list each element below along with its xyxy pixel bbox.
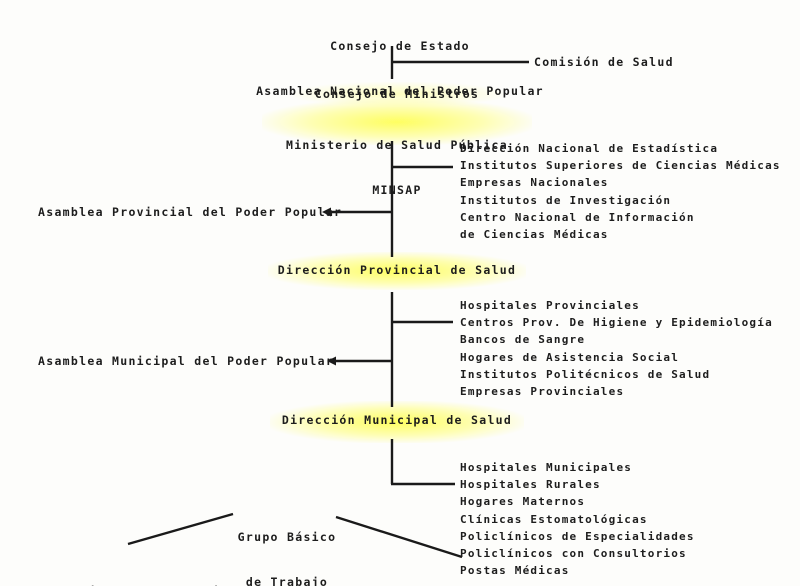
node-asamblea-municipal: Asamblea Municipal del Poder Popular [38, 354, 335, 368]
node-direccion-provincial: Dirección Provincial de Salud [277, 263, 517, 277]
list-item: Postas Médicas [460, 564, 570, 578]
node-grupo-basico: Grupo Básico de Trabajo [187, 500, 387, 586]
list-item: Empresas Provinciales [460, 385, 625, 399]
list-nivel-provincial: Hospitales Provinciales Centros Prov. De… [460, 297, 773, 400]
node-consejo-estado: Consejo de Estado Asamblea Nacional del … [160, 9, 640, 129]
arrowhead-left-provincial-icon [322, 207, 331, 217]
node-direccion-municipal: Dirección Municipal de Salud [281, 413, 513, 427]
ministerio-line2: MINSAP [372, 183, 422, 197]
list-item: Institutos Politécnicos de Salud [460, 367, 711, 381]
diagonal-grupo-to-policlinicos [335, 515, 463, 559]
list-item: Institutos Superiores de Ciencias Médica… [460, 159, 781, 173]
list-item: Policlínicos con Consultorios [460, 547, 687, 561]
consultorio-line1: Consultorio del M y E Flia. [15, 583, 236, 586]
list-item: Hospitales Municipales [460, 461, 633, 474]
list-item: Policlínicos de Especialidades [460, 529, 695, 543]
list-item: Hogares de Asistencia Social [460, 350, 680, 364]
list-item: Centros Prov. De Higiene y Epidemiología [460, 316, 773, 330]
grupo-basico-line2: de Trabajo [245, 575, 329, 586]
list-item: Hospitales Provinciales [460, 299, 640, 312]
list-item: Hospitales Rurales [460, 478, 601, 492]
list-item: de Ciencias Médicas [460, 228, 609, 242]
list-nivel-municipal: Hospitales Municipales Hospitales Rurale… [460, 459, 695, 579]
arrowhead-left-municipal-icon [327, 356, 336, 366]
list-item: Hogares Maternos [460, 495, 586, 509]
list-item: Institutos de Investigación [460, 193, 672, 207]
node-asamblea-provincial: Asamblea Provincial del Poder Popular [38, 205, 343, 219]
consejo-estado-line2: Asamblea Nacional del Poder Popular [256, 84, 544, 98]
list-item: Empresas Nacionales [460, 176, 609, 190]
node-consejo-ministros: Consejo de Ministros [314, 87, 480, 101]
list-item: Clínicas Estomatológicas [460, 512, 648, 526]
list-item: Bancos de Sangre [460, 333, 586, 347]
list-item: Centro Nacional de Información [460, 210, 695, 224]
consejo-estado-line1: Consejo de Estado [330, 39, 470, 53]
node-consultorio: Consultorio del M y E Flia. Equipo Básic… [15, 549, 236, 586]
node-comision-salud: Comisión de Salud [534, 55, 674, 69]
diagonal-grupo-to-consultorio [127, 512, 234, 546]
grupo-basico-line1: Grupo Básico [237, 530, 337, 544]
list-item: Dirección Nacional de Estadística [460, 142, 719, 155]
list-nivel-nacional: Dirección Nacional de Estadística Instit… [460, 140, 781, 243]
